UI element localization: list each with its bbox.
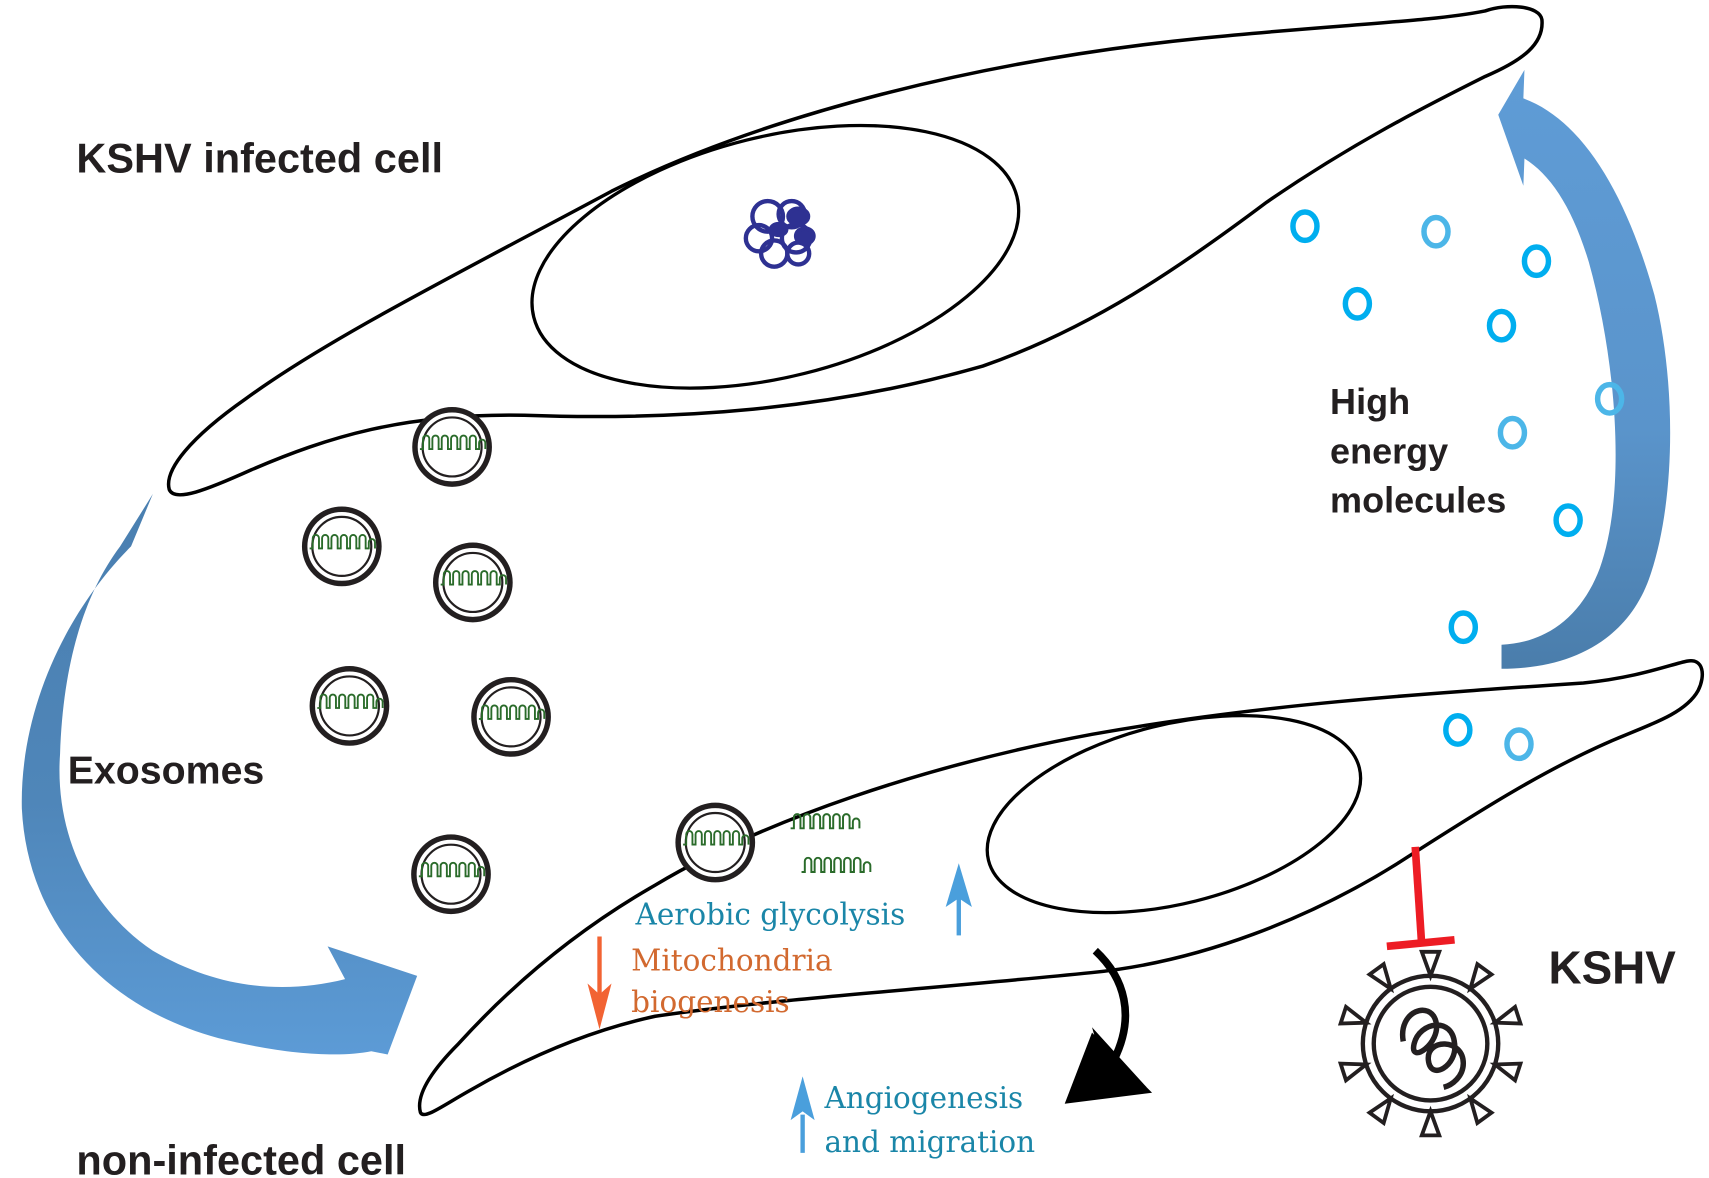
high-energy-label-line3: molecules [1330,479,1506,520]
virus-icon [1338,949,1523,1138]
angiogenesis-label-line1: Angiogenesis [823,1081,1023,1115]
molecule [1443,713,1473,747]
molecule [1486,308,1517,343]
angiogenesis-arrow [1064,947,1153,1104]
molecule [1553,503,1583,538]
virus-label: KSHV [1548,941,1676,993]
exosome [474,680,548,754]
angiogenesis-label-line2: and migration [824,1125,1035,1159]
mitochondria-down-arrow-icon [587,936,612,1030]
high-energy-molecules [1290,209,1625,762]
viral-genome-icon [743,198,816,269]
glycolysis-up-arrow-icon [945,863,972,936]
high-energy-label-line1: High [1330,381,1410,422]
aerobic-glycolysis-label: Aerobic glycolysis [635,897,906,931]
infected-cell-membrane [166,4,1544,497]
inhibition-icon [1386,846,1455,951]
non-infected-cell-label: non-infected cell [76,1137,406,1178]
exosome [436,545,510,619]
molecule [1290,209,1320,244]
mirna-icon [789,813,861,830]
exosome [414,837,488,911]
molecule [1421,214,1451,249]
molecule [1521,244,1552,279]
energy-transfer-arrow [1498,69,1671,669]
infected-cell-label: KSHV infected cell [76,135,443,182]
mirna-icon [800,856,872,874]
angiogenesis-up-arrow-icon [790,1076,815,1153]
exosome-fusing [678,805,752,879]
mitochondria-label-line2: biogenesis [631,985,789,1019]
molecule [1594,381,1625,416]
exosome [305,509,379,583]
mitochondria-label-line1: Mitochondria [631,943,832,977]
molecule [1342,286,1373,321]
infected-cell-nucleus [530,123,1021,390]
exosome [312,669,386,743]
molecule [1448,610,1479,645]
exosomes-group [305,410,753,912]
high-energy-label-line2: energy [1330,430,1448,471]
molecule [1497,415,1528,450]
non-infected-cell-membrane [417,659,1705,1117]
non-infected-cell-nucleus [985,713,1363,915]
exosomes-label: Exosomes [68,749,265,793]
exosome-transfer-arrow [21,493,418,1055]
exosome [415,410,489,484]
molecule [1504,727,1534,762]
